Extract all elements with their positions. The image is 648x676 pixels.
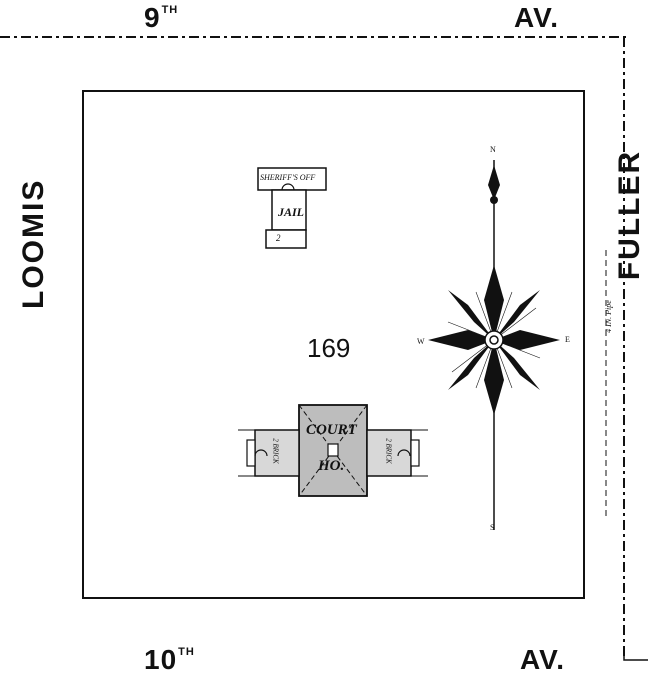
compass-east-label: E: [565, 335, 570, 344]
street-corner-mark: [623, 650, 648, 661]
street-label-loomis: LOOMIS: [17, 178, 50, 309]
compass-north-label: N: [490, 145, 496, 154]
compass-west-label: W: [417, 337, 425, 346]
water-pipe-label: 4 IN. Pipe: [603, 300, 613, 333]
compass-south-label: S: [490, 523, 495, 532]
street-label-10th-av: AV.: [520, 644, 566, 675]
street-label-9th-av: AV.: [514, 2, 560, 33]
jail-label: JAIL: [278, 205, 305, 219]
court-house-building: [238, 404, 428, 497]
court-wing-right-label: 2 BRICK: [384, 438, 393, 464]
street-label-9th: 9TH: [144, 2, 179, 33]
court-house-label-line2: HO.: [318, 458, 345, 474]
court-wing-left-label: 2 BRICK: [271, 438, 280, 464]
street-label-10th: 10TH: [144, 644, 195, 675]
block-outline: [82, 90, 585, 599]
jail-building: [257, 167, 327, 249]
court-house-label-line1: COURT: [306, 422, 357, 438]
jail-top-label: SHERIFF'S OFF: [260, 173, 316, 182]
compass-rose-icon: [428, 160, 560, 530]
block-number: 169: [307, 333, 351, 363]
jail-story-label: 2: [276, 233, 281, 243]
street-label-fuller: FULLER: [613, 149, 646, 281]
